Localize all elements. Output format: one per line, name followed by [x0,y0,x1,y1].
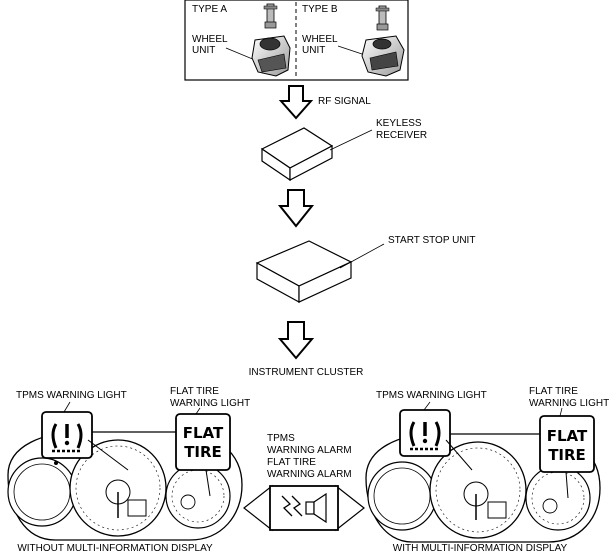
keyless-receiver-label-2: RECEIVER [376,130,427,141]
left-flat-tire-label-2: WARNING LIGHT [170,398,250,409]
right-cluster-caption: WITH MULTI-INFORMATION DISPLAY [393,543,568,554]
left-flat-tire-text-1: FLAT [183,424,224,442]
alarm-label-2: WARNING ALARM [267,445,352,456]
alarm-box [269,485,339,531]
left-flat-tire-label-1: FLAT TIRE [170,386,219,397]
right-instrument-cluster: TPMS WARNING LIGHT FLAT TIRE WARNING LIG… [365,386,609,554]
alarm-label-4: WARNING ALARM [267,469,352,480]
right-flat-tire-text-2: TIRE [548,446,586,464]
left-speed-gauge-hub [180,494,196,510]
right-tachometer-display [487,501,507,519]
sensor-panel: TYPE A WHEEL UNIT TYPE B WHEEL UNIT [184,0,409,81]
left-tpms-label-leader [63,401,71,413]
keyless-receiver-box [260,127,334,182]
left-cluster-caption: WITHOUT MULTI-INFORMATION DISPLAY [17,543,213,554]
left-flat-tire-callout [175,413,231,471]
alarm-label-3: FLAT TIRE [267,457,316,468]
keyless-receiver-label-1: KEYLESS [376,118,422,129]
right-flat-tire-label-2: WARNING LIGHT [529,398,609,409]
buzzer-speaker-icon [281,492,327,524]
alarm-label-1: TPMS [267,433,295,444]
start-stop-unit-box [255,240,353,304]
type-a-wheel-unit-label-1: WHEEL [192,34,228,45]
right-tpms-leader [445,439,473,471]
tpms-warning-icon [409,421,441,451]
right-tpms-light-label: TPMS WARNING LIGHT [376,390,487,401]
left-flat-tire-leader [205,469,211,497]
tpms-warning-icon [51,423,83,453]
type-b-wheel-unit-label-1: WHEEL [302,34,338,45]
arrow-down-icon [278,85,314,120]
instrument-cluster-label: INSTRUMENT CLUSTER [249,367,364,378]
keyless-receiver-leader [329,129,373,151]
type-b-wheel-unit-label-2: UNIT [302,45,325,56]
right-tachometer-ticks [435,447,521,533]
type-b-leader [337,45,363,55]
start-stop-unit-label: START STOP UNIT [388,235,475,246]
left-tpms-leader [87,439,129,471]
rf-signal-label: RF SIGNAL [318,96,371,107]
right-flat-tire-label-1: FLAT TIRE [529,386,578,397]
right-tpms-label-leader [423,401,431,411]
type-a-leader [225,47,256,61]
right-speed-gauge-hub [542,498,558,514]
left-small-gauge [7,457,77,527]
wheel-unit-type-a-icon [251,3,291,77]
right-flat-tire-text-1: FLAT [547,427,588,445]
arrow-down-icon [277,321,315,360]
warning-alarm: TPMS WARNING ALARM FLAT TIRE WARNING ALA… [243,433,365,532]
start-stop-unit-leader [339,243,385,269]
left-flat-tire-label-leader [195,407,201,415]
left-instrument-cluster: TPMS WARNING LIGHT FLAT TIRE WARNING LIG… [7,386,250,554]
wheel-unit-type-b-icon [361,5,405,77]
right-multi-info-display [367,461,437,531]
right-flat-tire-callout [539,415,595,473]
left-speed-gauge [165,463,231,529]
right-flat-tire-label-leader [559,407,563,417]
right-flat-tire-leader [565,471,569,499]
left-flat-tire-text-2: TIRE [184,443,222,461]
left-tpms-light-label: TPMS WARNING LIGHT [16,390,127,401]
left-tachometer-display [127,499,147,517]
alarm-left-pointer [243,484,273,532]
right-speed-gauge [525,465,591,531]
type-a-wheel-unit-label-2: UNIT [192,45,215,56]
alarm-right-pointer [335,484,365,532]
type-a-label: TYPE A [192,4,227,15]
arrow-down-icon [277,189,315,228]
type-b-label: TYPE B [302,4,338,15]
left-indicator-dot [54,461,58,465]
left-tachometer-ticks [75,445,161,531]
